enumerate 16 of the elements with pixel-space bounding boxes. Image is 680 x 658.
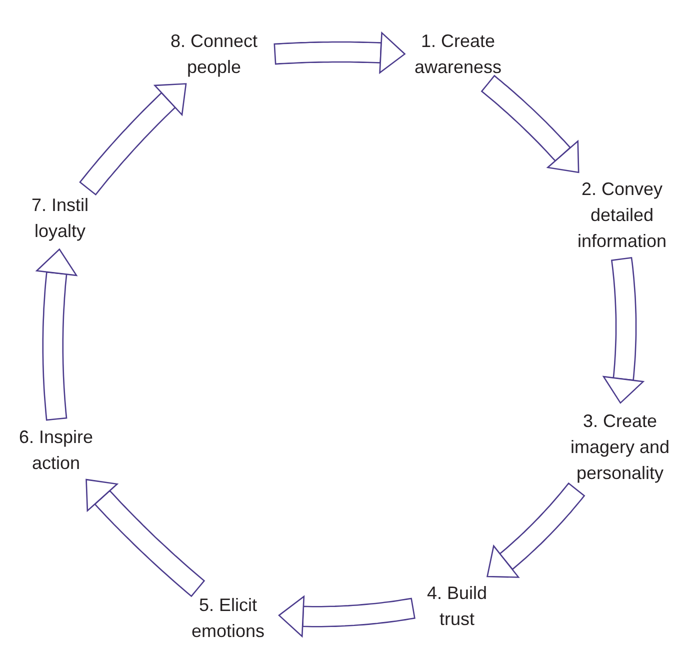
block-arrow	[278, 596, 416, 638]
step-label: 2. Convey detailed information	[576, 178, 668, 253]
block-arrow	[86, 478, 206, 598]
block-arrow	[274, 32, 406, 74]
step-label: 3. Create imagery and personality	[569, 410, 671, 485]
step-label: 4. Build trust	[426, 582, 488, 631]
block-arrow	[486, 482, 586, 578]
step-label: 7. Instil loyalty	[30, 194, 90, 243]
step-label: 5. Elicit emotions	[190, 594, 266, 643]
block-arrow	[480, 74, 580, 174]
step-label: 6. Inspire action	[18, 426, 94, 475]
block-arrow	[36, 248, 78, 421]
block-arrow	[79, 83, 187, 196]
step-label: 8. Connect people	[169, 30, 259, 79]
block-arrow	[602, 256, 644, 404]
step-label: 1. Create awareness	[413, 30, 503, 79]
